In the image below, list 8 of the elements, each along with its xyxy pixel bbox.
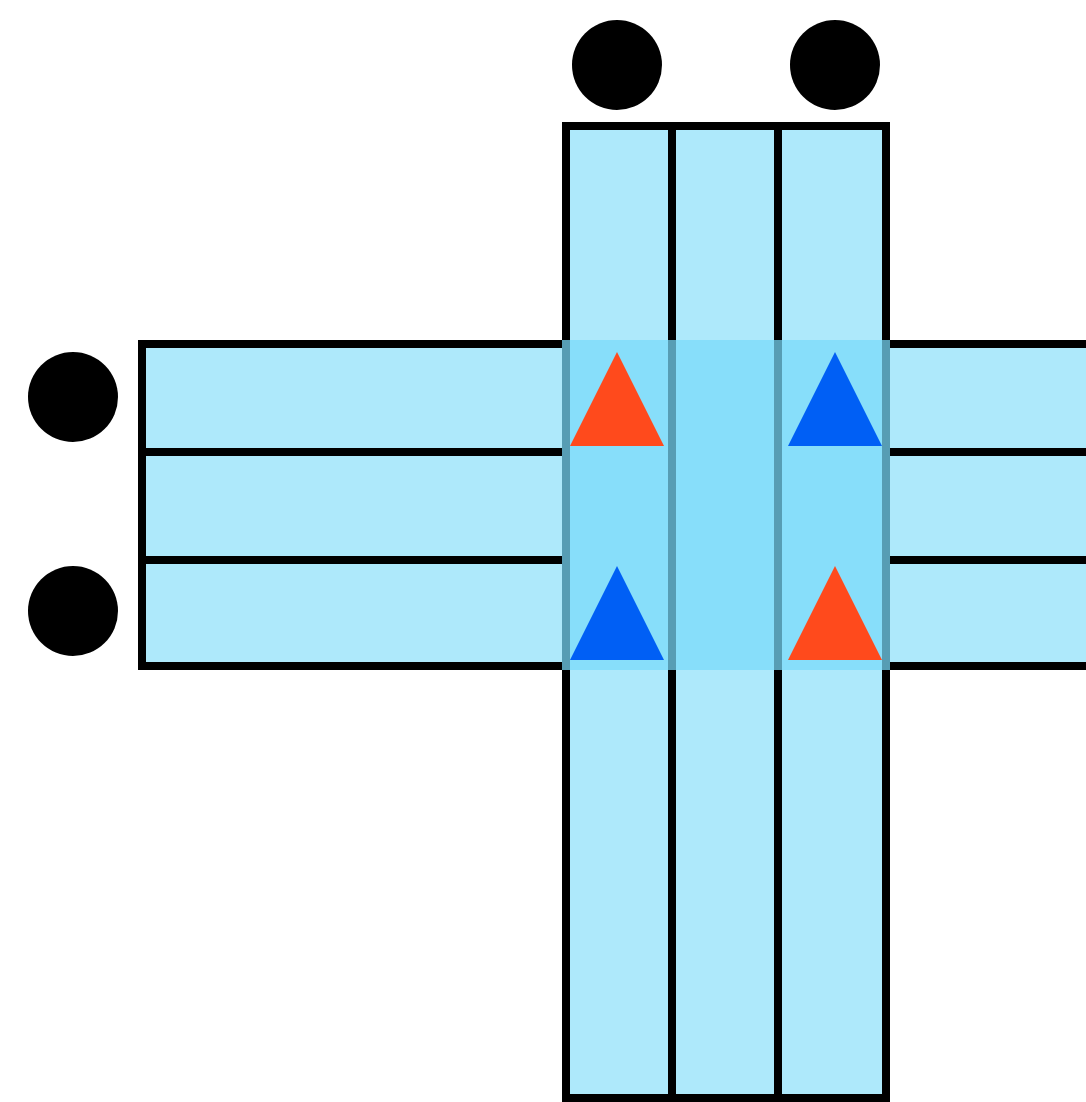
dot bbox=[28, 352, 118, 442]
triangle-marker bbox=[788, 352, 882, 446]
triangle-marker bbox=[570, 566, 664, 660]
triangle-marker bbox=[788, 566, 882, 660]
dot bbox=[790, 20, 880, 110]
dot bbox=[572, 20, 662, 110]
dot bbox=[28, 566, 118, 656]
triangle-marker bbox=[570, 352, 664, 446]
